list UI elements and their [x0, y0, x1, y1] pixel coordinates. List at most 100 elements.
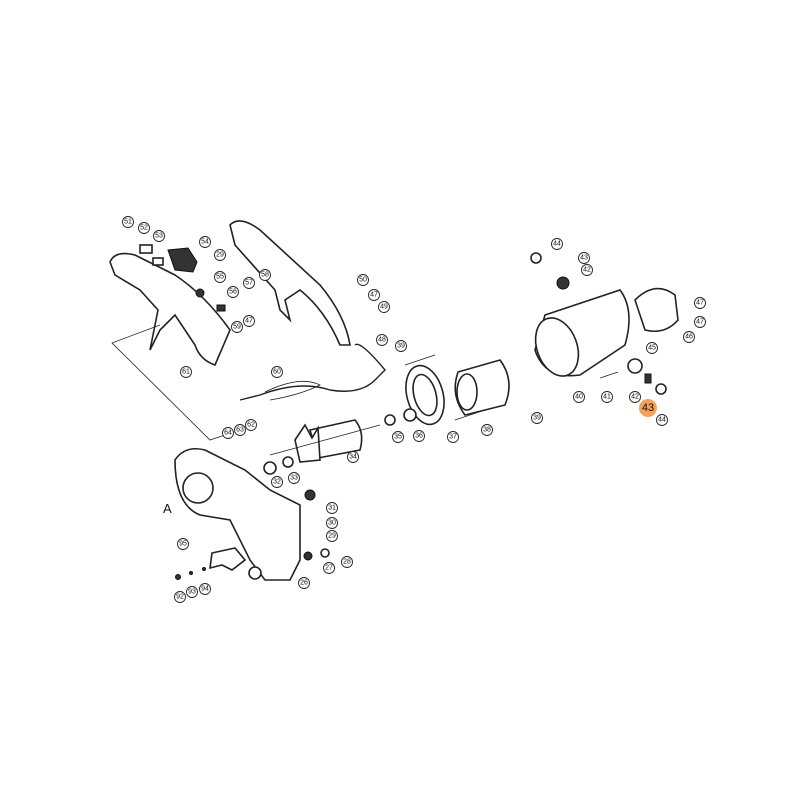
callout-number: 61	[182, 369, 190, 376]
callout-part-47[interactable]: 47	[694, 297, 706, 309]
callout-part-27[interactable]: 27	[323, 562, 335, 574]
callout-circle	[378, 301, 390, 313]
callout-circle	[531, 412, 543, 424]
washer-94	[202, 567, 206, 571]
part-56	[216, 304, 226, 312]
callout-number: 39	[533, 415, 541, 422]
callout-part-44[interactable]: 44	[656, 414, 668, 426]
callout-part-55[interactable]: 55	[214, 271, 226, 283]
callout-part-56[interactable]: 56	[227, 286, 239, 298]
callout-part-62[interactable]: 62	[245, 419, 257, 431]
callout-circle	[271, 476, 283, 488]
callout-part-29[interactable]: 29	[214, 249, 226, 261]
callout-part-29[interactable]: 29	[326, 530, 338, 542]
callout-part-47[interactable]: 47	[368, 289, 380, 301]
callout-circle	[323, 562, 335, 574]
callout-circle	[177, 538, 189, 550]
callout-part-41[interactable]: 41	[601, 391, 613, 403]
callout-part-42[interactable]: 42	[581, 264, 593, 276]
callout-circle	[234, 424, 246, 436]
callout-part-63[interactable]: 63	[234, 424, 246, 436]
bearing-33	[282, 456, 294, 468]
callout-circle	[347, 451, 359, 463]
callout-part-44[interactable]: 44	[551, 238, 563, 250]
callout-part-34[interactable]: 34	[347, 451, 359, 463]
callout-part-94[interactable]: 94	[199, 583, 211, 595]
callout-number: 43	[580, 255, 588, 262]
callout-part-50[interactable]: 50	[357, 274, 369, 286]
screw-38	[454, 409, 486, 421]
callout-number: 51	[124, 219, 132, 226]
callout-part-45[interactable]: 45	[646, 342, 658, 354]
cord-loop	[264, 380, 321, 401]
callout-circle	[259, 269, 271, 281]
callout-number: 58	[261, 272, 269, 279]
callout-number: 47	[370, 292, 378, 299]
callout-part-36[interactable]: 36	[413, 430, 425, 442]
section-letter: A	[163, 501, 172, 516]
callout-number: 64	[224, 430, 232, 437]
callout-circle	[581, 264, 593, 276]
callout-part-95[interactable]: 95	[177, 538, 189, 550]
callout-circle	[601, 391, 613, 403]
callout-part-47[interactable]: 47	[694, 316, 706, 328]
callout-part-49[interactable]: 49	[378, 301, 390, 313]
callout-circle	[413, 430, 425, 442]
callout-part-43[interactable]: 43	[578, 252, 590, 264]
callout-number: 30	[328, 520, 336, 527]
callout-part-26[interactable]: 26	[298, 577, 310, 589]
callout-part-35[interactable]: 35	[392, 431, 404, 443]
callout-number: 46	[685, 334, 693, 341]
callout-circle	[214, 271, 226, 283]
callout-number: 52	[140, 225, 148, 232]
callout-circle	[368, 289, 380, 301]
callout-part-60[interactable]: 60	[271, 366, 283, 378]
callout-part-42[interactable]: 42	[629, 391, 641, 403]
callout-part-37[interactable]: 37	[447, 431, 459, 443]
callout-part-28[interactable]: 28	[341, 556, 353, 568]
callout-number: 26	[300, 580, 308, 587]
callout-part-57[interactable]: 57	[243, 277, 255, 289]
callout-number: 36	[415, 433, 423, 440]
callout-part-32[interactable]: 32	[271, 476, 283, 488]
callout-part-58[interactable]: 58	[259, 269, 271, 281]
callout-part-51[interactable]: 51	[122, 216, 134, 228]
callout-part-64[interactable]: 64	[222, 427, 234, 439]
callout-part-93[interactable]: 93	[186, 586, 198, 598]
callout-part-39[interactable]: 39	[395, 340, 407, 352]
callout-part-39[interactable]: 39	[531, 412, 543, 424]
callout-circle	[231, 321, 243, 333]
callout-number: 47	[245, 318, 253, 325]
callout-part-43[interactable]: 43	[639, 399, 657, 417]
callout-part-33[interactable]: 33	[288, 472, 300, 484]
bearing-35	[384, 414, 396, 426]
callout-part-31[interactable]: 31	[326, 502, 338, 514]
callout-part-40[interactable]: 40	[573, 391, 585, 403]
callout-circle	[180, 366, 192, 378]
callout-part-52[interactable]: 52	[138, 222, 150, 234]
callout-part-92[interactable]: 92	[174, 591, 186, 603]
callout-number: 56	[229, 289, 237, 296]
label-plate-95	[209, 547, 247, 571]
callout-part-54[interactable]: 54	[199, 236, 211, 248]
callout-number: 37	[449, 434, 457, 441]
callout-number: 29	[216, 252, 224, 259]
callout-circle	[326, 530, 338, 542]
armature	[308, 419, 363, 459]
callout-part-59[interactable]: 59	[231, 321, 243, 333]
callout-number: 38	[483, 427, 491, 434]
callout-part-38[interactable]: 38	[481, 424, 493, 436]
callout-part-47[interactable]: 47	[243, 315, 255, 327]
callout-part-61[interactable]: 61	[180, 366, 192, 378]
callout-part-53[interactable]: 53	[153, 230, 165, 242]
callout-number: 59	[233, 324, 241, 331]
callout-circle	[683, 331, 695, 343]
callout-part-48[interactable]: 48	[376, 334, 388, 346]
carbon-brush	[644, 373, 652, 384]
housing-opening	[534, 317, 580, 377]
callout-number: 29	[328, 533, 336, 540]
callout-part-30[interactable]: 30	[326, 517, 338, 529]
callout-part-46[interactable]: 46	[683, 331, 695, 343]
